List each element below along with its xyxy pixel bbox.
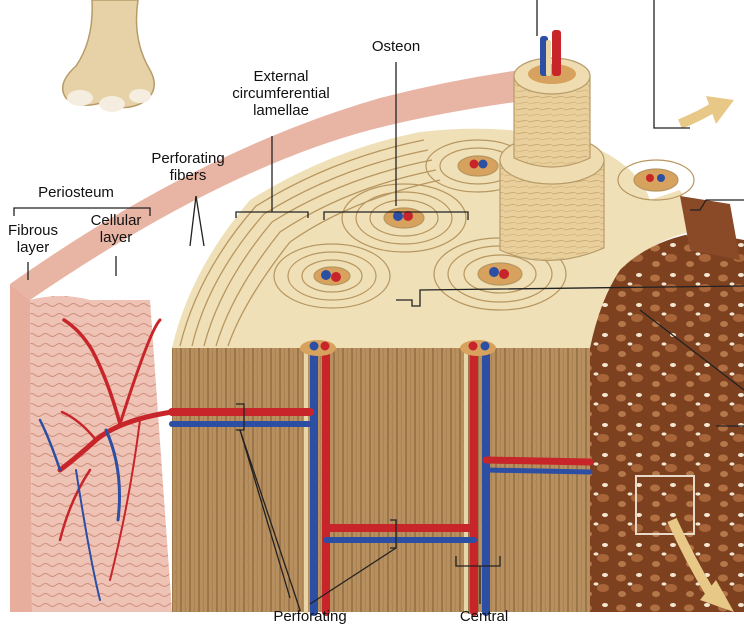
label-periosteum: Periosteum (26, 184, 126, 201)
label-fibrous-layer: Fibrous layer (2, 222, 64, 256)
label-osteon: Osteon (358, 38, 434, 55)
label-cellular-layer: Cellular layer (76, 212, 156, 246)
fibrous-layer-strip (10, 284, 32, 612)
spongy-bone (590, 232, 744, 612)
label-perforating-fibers: Perforating fibers (138, 150, 238, 184)
label-external-circumferential-lamellae: External circumferential lamellae (216, 68, 346, 119)
label-central-bottom: Central (434, 608, 534, 625)
cellular-layer-region (30, 296, 172, 612)
label-perforating-bottom: Perforating (250, 608, 370, 625)
compact-bone-cut-face (172, 348, 590, 612)
